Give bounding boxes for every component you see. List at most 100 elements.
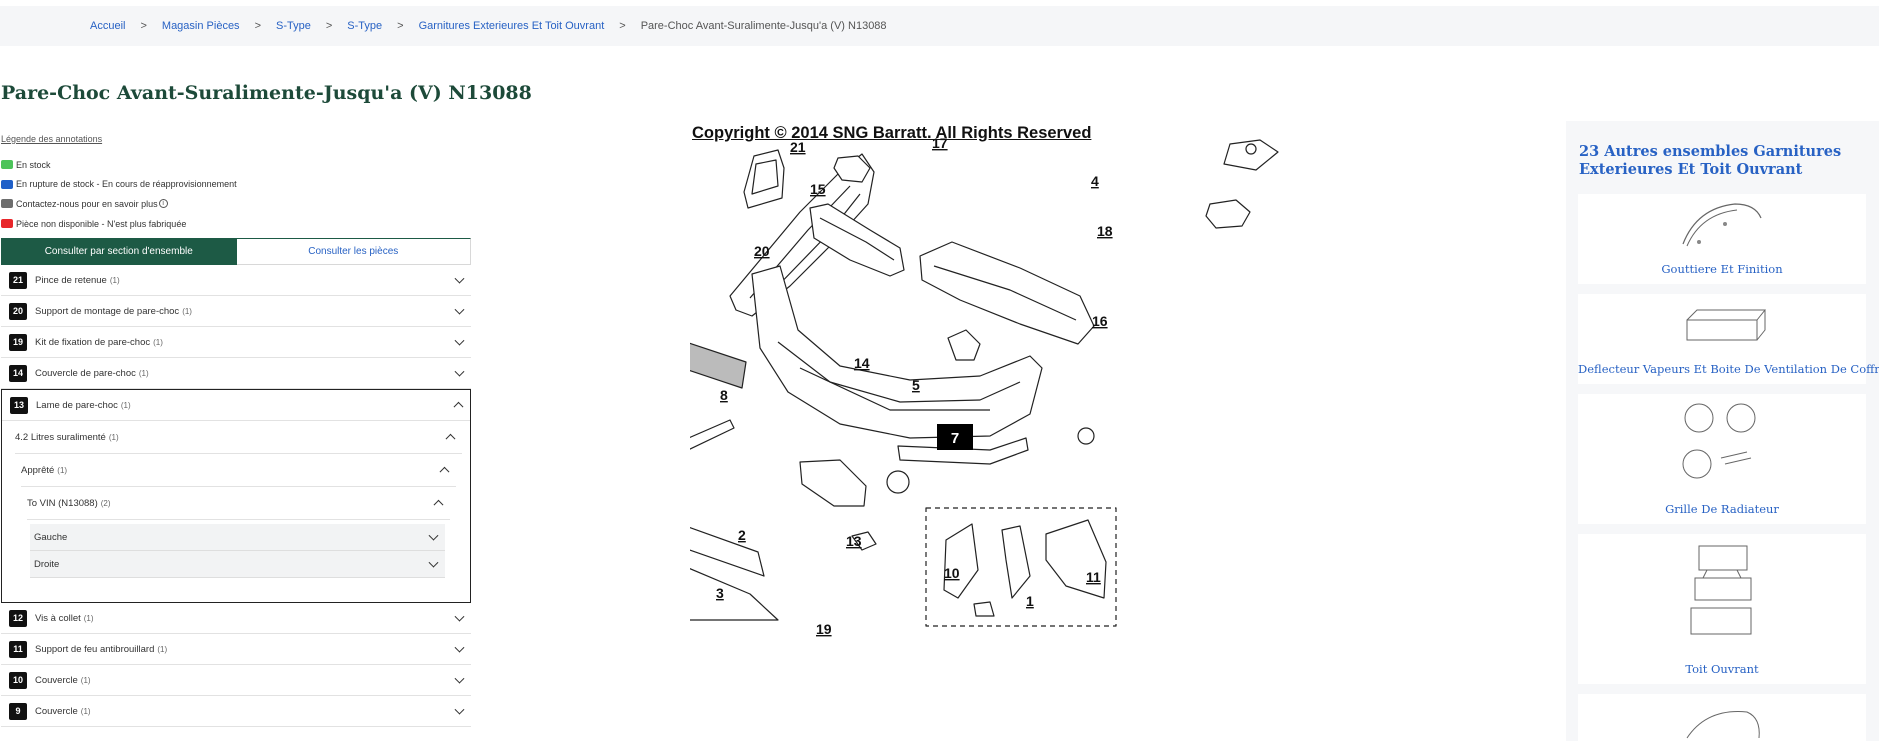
breadcrumb-separator: > [619, 20, 626, 32]
callout-19[interactable]: 1 [1026, 593, 1034, 609]
section-row-19[interactable]: 19 Kit de fixation de pare-choc (1) [1, 327, 471, 358]
part-10-cover[interactable] [799, 459, 867, 507]
breadcrumb-home[interactable]: Accueil [90, 20, 126, 32]
section-row-21[interactable]: 21 Pince de retenue (1) [1, 265, 471, 296]
section-number-badge: 21 [9, 271, 27, 289]
part-2-rivet[interactable] [690, 419, 735, 450]
chevron-down-icon[interactable] [428, 530, 439, 541]
breadcrumb-category[interactable]: Garnitures Exterieures Et Toit Ouvrant [418, 20, 605, 32]
chevron-down-icon[interactable] [454, 366, 465, 377]
part-17-clip[interactable] [833, 155, 871, 183]
tab-by-section[interactable]: Consulter par section d'ensemble [1, 238, 237, 265]
callout-12[interactable]: 11 [1086, 569, 1101, 585]
section-label: Kit de fixation de pare-choc [35, 336, 151, 348]
part-19-kit-box[interactable] [925, 507, 1117, 627]
section-number-badge: 11 [9, 640, 27, 658]
part-8-mesh[interactable] [690, 330, 747, 389]
part-5-clip[interactable] [947, 329, 981, 361]
undertray [690, 568, 779, 621]
blue-swatch-icon [1, 179, 13, 189]
assembly-card-sunroof[interactable]: Toit Ouvrant [1578, 534, 1866, 684]
section-number-badge: 19 [9, 333, 27, 351]
part-13-blade[interactable] [897, 437, 1029, 465]
tab-by-part[interactable]: Consulter les pièces [236, 238, 471, 265]
part-14-bumper-cover[interactable] [751, 265, 1043, 439]
part-1-bracket[interactable] [690, 524, 765, 577]
callout-2[interactable]: 2 [738, 527, 746, 543]
section-row-10[interactable]: 10 Couvercle (1) [1, 665, 471, 696]
chevron-down-icon[interactable] [454, 673, 465, 684]
assembly-card-gutter[interactable]: Gouttiere Et Finition [1578, 194, 1866, 284]
section-count: (1) [80, 706, 91, 716]
sub-section-engine[interactable]: 4.2 Litres suralimenté (1) [15, 421, 462, 454]
legend-label: Contactez-nous pour en savoir plus [16, 198, 158, 209]
assembly-card-grille[interactable]: Grille De Radiateur [1578, 394, 1866, 524]
section-count: (1) [83, 613, 94, 623]
callout-18[interactable]: 18 [1097, 223, 1113, 239]
chevron-down-icon[interactable] [454, 304, 465, 315]
callout-14[interactable]: 14 [854, 355, 870, 371]
sub-section-finish[interactable]: Apprêté (1) [21, 454, 456, 487]
sub-section-count: (2) [100, 498, 111, 508]
part-11-bracket[interactable] [886, 470, 910, 494]
sunroof-thumbnail-icon [1690, 545, 1752, 635]
chevron-up-icon[interactable] [445, 433, 456, 444]
chevron-down-icon[interactable] [454, 335, 465, 346]
exploded-parts-diagram[interactable]: 21 17 4 15 18 20 16 14 5 8 9 2 13 10 11 … [690, 120, 1350, 741]
callout-15[interactable]: 15 [810, 181, 826, 197]
part-4-nut[interactable] [1223, 139, 1279, 171]
info-icon[interactable]: i [158, 199, 168, 209]
option-left[interactable]: Gauche [30, 524, 445, 551]
callout-1[interactable]: 3 [716, 585, 724, 601]
section-row-20[interactable]: 20 Support de montage de pare-choc (1) [1, 296, 471, 327]
part-7-clip[interactable] [851, 531, 877, 551]
breadcrumb-parts-shop[interactable]: Magasin Pièces [161, 20, 240, 32]
breadcrumb-model[interactable]: S-Type [276, 20, 311, 32]
card-label: Deflecteur Vapeurs Et Boite De Ventilati… [1578, 362, 1879, 376]
callout-11[interactable]: 10 [944, 565, 960, 581]
callout-5[interactable]: 5 [912, 377, 920, 393]
part-12-screw[interactable] [1077, 427, 1095, 445]
section-label: Couvercle [35, 705, 78, 717]
callout-20[interactable]: 20 [754, 243, 770, 259]
chevron-down-icon[interactable] [454, 273, 465, 284]
callout-8[interactable]: 8 [720, 387, 728, 403]
legend-item-in-stock: En stock [1, 155, 471, 175]
chevron-up-icon[interactable] [433, 499, 444, 510]
callout-4[interactable]: 4 [1091, 173, 1099, 189]
breadcrumb-submodel[interactable]: S-Type [347, 20, 383, 32]
section-row-11[interactable]: 11 Support de feu antibrouillard (1) [1, 634, 471, 665]
assembly-card-deflector[interactable]: Deflecteur Vapeurs Et Boite De Ventilati… [1578, 294, 1879, 384]
chevron-up-icon[interactable] [439, 466, 450, 477]
chevron-down-icon[interactable] [454, 704, 465, 715]
section-row-12[interactable]: 12 Vis à collet (1) [1, 603, 471, 634]
callout-16[interactable]: 16 [1092, 313, 1108, 329]
assembly-card-next[interactable] [1578, 694, 1866, 741]
section-row-14[interactable]: 14 Couvercle de pare-choc (1) [1, 358, 471, 389]
chevron-down-icon[interactable] [454, 642, 465, 653]
sub-section-vin[interactable]: To VIN (N13088) (2) [27, 487, 450, 520]
section-row-9[interactable]: 9 Couvercle (1) [1, 696, 471, 727]
legend-title[interactable]: Légende des annotations [1, 134, 103, 144]
page-title: Pare-Choc Avant-Suralimente-Jusqu'a (V) … [1, 82, 532, 104]
legend-label: En rupture de stock - En cours de réappr… [16, 179, 237, 190]
option-right[interactable]: Droite [30, 551, 445, 578]
chevron-down-icon[interactable] [454, 611, 465, 622]
section-count: (1) [153, 337, 163, 347]
callout-13-badge[interactable]: 7 [937, 424, 973, 450]
part-16-support[interactable] [919, 241, 1095, 345]
callout-numbers: 21 17 4 15 18 20 16 14 5 8 9 2 13 10 11 … [716, 135, 1113, 637]
legend-item-out-of-stock: En rupture de stock - En cours de réappr… [1, 175, 471, 195]
card-label: Toit Ouvrant [1685, 662, 1759, 676]
callout-10[interactable]: 13 [846, 533, 862, 549]
callout-7[interactable]: 19 [816, 621, 832, 637]
part-15-support[interactable] [809, 203, 905, 277]
sub-section-label: 4.2 Litres suralimenté [15, 431, 106, 443]
part-18-clip[interactable] [1205, 199, 1251, 229]
callout-17[interactable]: 17 [932, 135, 948, 151]
chevron-down-icon[interactable] [428, 557, 439, 568]
section-row-13[interactable]: 13 Lame de pare-choc (1) [2, 390, 470, 421]
chevron-up-icon[interactable] [453, 401, 464, 412]
callout-21[interactable]: 21 [790, 139, 806, 155]
section-label: Couvercle de pare-choc [35, 367, 136, 379]
